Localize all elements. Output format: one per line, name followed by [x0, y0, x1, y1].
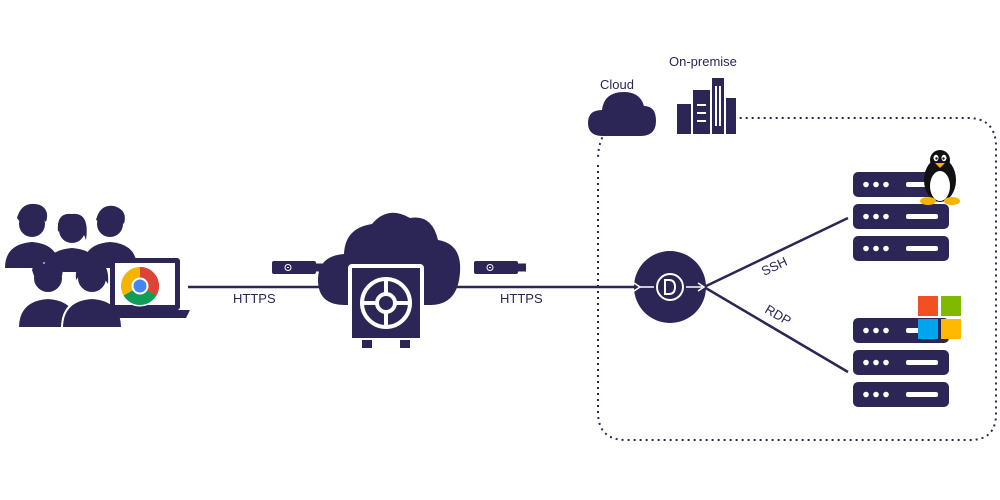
server-unit — [853, 350, 949, 375]
user-icon — [60, 260, 124, 329]
windows-logo-icon — [918, 296, 961, 339]
gateway-icon — [633, 251, 706, 323]
vault-wheel-icon — [360, 277, 412, 329]
user-icon — [5, 203, 59, 268]
server-unit — [853, 382, 949, 407]
cloud-label: Cloud — [600, 77, 634, 92]
users-group-icon — [5, 203, 137, 329]
windows-server-icon — [853, 318, 949, 407]
https-label-right: HTTPS — [500, 291, 543, 306]
cloud-icon — [588, 92, 656, 136]
cloud-vault-icon — [318, 212, 461, 348]
server-unit — [853, 236, 949, 261]
on-premise-label: On-premise — [669, 54, 737, 69]
https-label-left: HTTPS — [233, 291, 276, 306]
chrome-icon — [119, 265, 161, 307]
building-icon — [677, 78, 736, 134]
connections — [188, 216, 849, 374]
key-icon — [474, 261, 526, 274]
rdp-link — [703, 285, 849, 374]
ssh-link — [703, 216, 849, 289]
key-icon — [272, 261, 324, 274]
linux-tux-icon — [920, 150, 960, 205]
server-unit — [853, 204, 949, 229]
